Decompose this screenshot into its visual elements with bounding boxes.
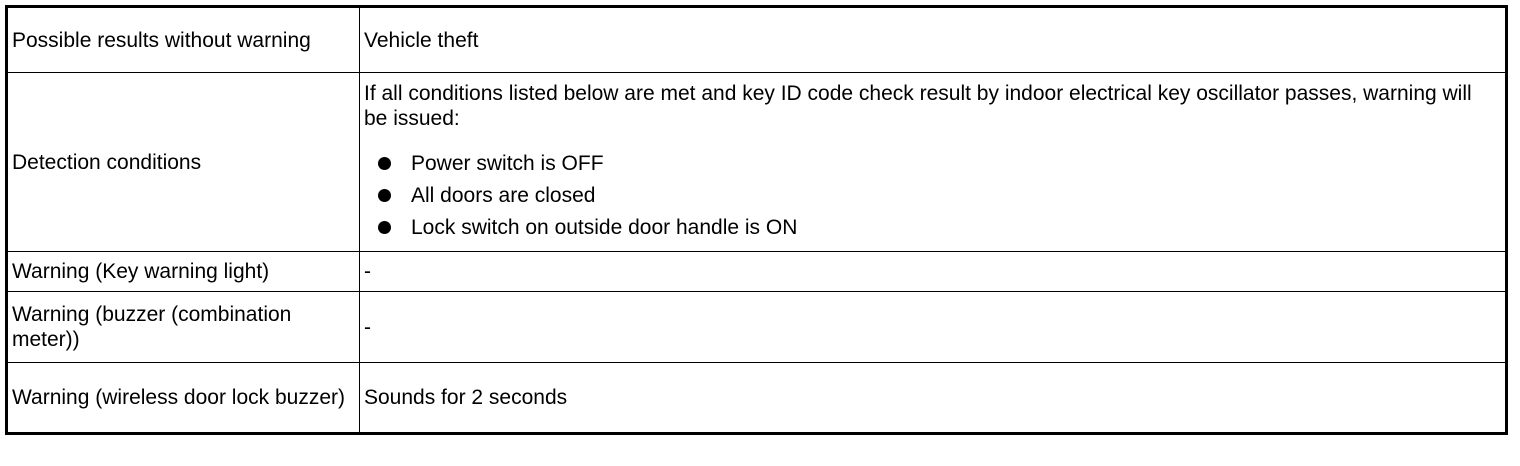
condition-text: Lock switch on outside door handle is ON <box>411 215 798 239</box>
detection-conditions-cell: If all conditions listed below are met a… <box>359 72 1507 252</box>
row-detection-conditions: Detection conditions If all conditions l… <box>6 72 1507 252</box>
possible-results-label: Possible results without warning <box>6 6 360 73</box>
detection-conditions-label: Detection conditions <box>6 72 360 252</box>
bullet-icon <box>378 188 391 202</box>
bullet-icon <box>378 156 391 170</box>
row-buzzer-combination-meter: Warning (buzzer (combination meter)) - <box>6 291 1507 363</box>
conditions-list: Power switch is OFF All doors are closed… <box>364 147 1499 243</box>
row-possible-results: Possible results without warning Vehicle… <box>6 6 1507 73</box>
key-warning-light-value: - <box>359 251 1507 292</box>
condition-item: Power switch is OFF <box>378 147 1499 179</box>
warning-spec-table: Possible results without warning Vehicle… <box>5 5 1508 435</box>
condition-item: Lock switch on outside door handle is ON <box>378 211 1499 243</box>
bullet-icon <box>378 220 391 234</box>
condition-text: Power switch is OFF <box>411 151 604 175</box>
condition-item: All doors are closed <box>378 179 1499 211</box>
row-key-warning-light: Warning (Key warning light) - <box>6 251 1507 292</box>
key-warning-light-label: Warning (Key warning light) <box>6 251 360 292</box>
buzzer-combination-meter-value: - <box>359 291 1507 363</box>
row-wireless-door-lock-buzzer: Warning (wireless door lock buzzer) Soun… <box>6 362 1507 434</box>
wireless-door-lock-buzzer-value: Sounds for 2 seconds <box>359 362 1507 434</box>
condition-text: All doors are closed <box>411 183 596 207</box>
wireless-door-lock-buzzer-label: Warning (wireless door lock buzzer) <box>6 362 360 434</box>
possible-results-value: Vehicle theft <box>359 6 1507 73</box>
buzzer-combination-meter-label: Warning (buzzer (combination meter)) <box>6 291 360 363</box>
detection-conditions-intro: If all conditions listed below are met a… <box>364 82 1472 130</box>
